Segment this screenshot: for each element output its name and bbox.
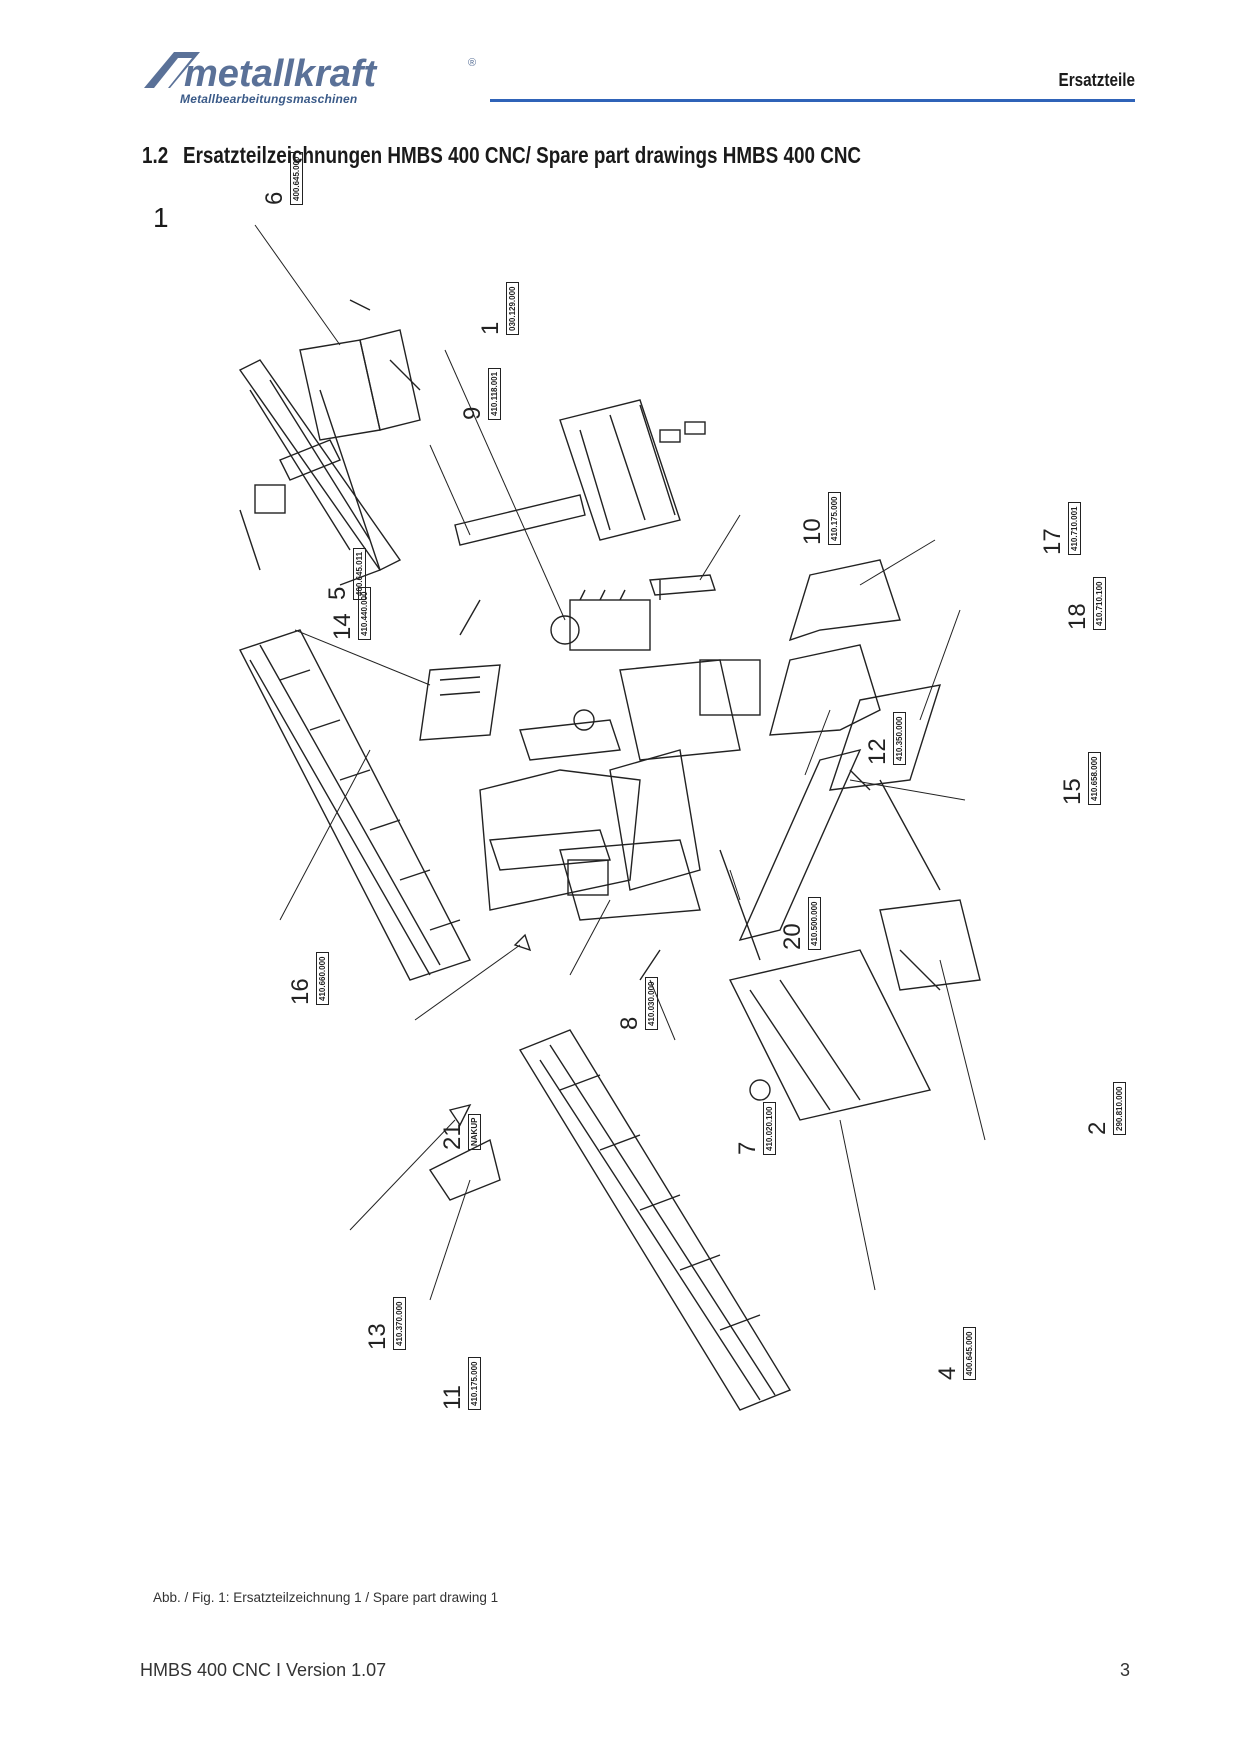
part-15 xyxy=(738,748,941,942)
callout-position-number: 11 xyxy=(439,1385,466,1410)
logo-tagline: Metallbearbeitungsmaschinen xyxy=(180,92,358,106)
callout-position-number: 4 xyxy=(934,1366,961,1380)
callout-position-number: 6 xyxy=(261,191,288,205)
control-panel xyxy=(559,839,701,921)
part-14 xyxy=(419,664,501,741)
part-20 xyxy=(719,849,761,961)
callout-part-number: 410.020.100 xyxy=(763,1102,776,1155)
callout-part-number: 400.645.000 xyxy=(290,152,303,205)
part-12 xyxy=(769,644,881,736)
part-17 xyxy=(788,559,901,642)
callout-part-number: 410.175.000 xyxy=(468,1357,481,1410)
callout-part-number: 410.175.000 xyxy=(828,492,841,545)
callout-position-number: 2 xyxy=(1084,1121,1111,1135)
callout-position-number: 12 xyxy=(864,738,891,765)
callout-position-number: 1 xyxy=(477,321,504,335)
page-heading: 1.2 Ersatzteilzeichnungen HMBS 400 CNC/ S… xyxy=(142,142,861,169)
footer-document: HMBS 400 CNC I Version 1.07 xyxy=(140,1660,387,1680)
heading-text: Ersatzteilzeichnungen HMBS 400 CNC/ Spar… xyxy=(182,142,862,168)
heading-number: 1.2 xyxy=(142,142,169,168)
callout-position-number: 20 xyxy=(779,923,806,950)
spare-part-drawing xyxy=(140,190,1130,1590)
callout-position-number: 14 xyxy=(329,613,356,640)
callout-part-number: 290.810.000 xyxy=(1113,1082,1126,1135)
header-rule xyxy=(490,99,1135,102)
part-7 xyxy=(639,949,661,981)
part-11 xyxy=(428,1138,501,1201)
svg-text:metallkraft: metallkraft xyxy=(184,53,378,93)
part-9 xyxy=(454,494,586,546)
part-5 xyxy=(459,599,481,636)
callout-part-number: 410.030.000 xyxy=(645,977,658,1030)
callout-position-number: 10 xyxy=(799,518,826,545)
callout-position-number: 9 xyxy=(459,406,486,420)
section-title: Ersatzteile xyxy=(1058,70,1135,90)
leader-lines xyxy=(254,224,986,1301)
part-21 xyxy=(513,933,532,952)
callout-part-number: 410.370.000 xyxy=(393,1297,406,1350)
assembly-6 xyxy=(238,299,421,586)
callout-position-number: 8 xyxy=(616,1016,643,1030)
callout-part-number: 410.440.000 xyxy=(358,587,371,640)
callout-part-number: 410.710.001 xyxy=(1068,502,1081,555)
metallkraft-logo: metallkraft ® xyxy=(140,48,480,110)
callout-part-number: 410.658.000 xyxy=(1088,752,1101,805)
callout-part-number: 410.350.000 xyxy=(893,712,906,765)
part-18 xyxy=(828,684,942,791)
callout-part-number: 410.710.100 xyxy=(1093,577,1106,630)
callout-part-number: 410.660.000 xyxy=(316,952,329,1005)
main-machine-body xyxy=(479,659,761,911)
figure-number: 1 xyxy=(153,202,169,233)
assembly-4 xyxy=(728,949,932,1121)
lower-conveyor xyxy=(518,1029,792,1411)
callout-part-number: NAKUP xyxy=(468,1113,481,1150)
footer-page-number: 3 xyxy=(1119,1660,1130,1680)
hydraulic-unit xyxy=(550,589,651,651)
callout-part-number: 400.645.000 xyxy=(963,1327,976,1380)
part-10 xyxy=(649,574,716,600)
svg-text:®: ® xyxy=(468,57,476,69)
callout-position-number: 7 xyxy=(734,1141,761,1155)
part-2 xyxy=(879,899,981,991)
part-13 xyxy=(448,1103,472,1127)
callout-part-number: 030.129.000 xyxy=(506,282,519,335)
callout-part-number: 410.500.000 xyxy=(808,897,821,950)
callout-position-number: 17 xyxy=(1039,528,1066,555)
callout-position-number: 21 xyxy=(439,1123,466,1150)
conveyor-16 xyxy=(239,629,471,981)
callout-position-number: 16 xyxy=(287,978,314,1005)
figure-caption: Abb. / Fig. 1: Ersatzteilzeichnung 1 / S… xyxy=(153,1590,499,1605)
callout-position-number: 18 xyxy=(1064,603,1091,630)
assembly-1-frame xyxy=(559,399,706,541)
callout-position-number: 15 xyxy=(1059,778,1086,805)
callout-position-number: 13 xyxy=(364,1323,391,1350)
callout-part-number: 410.118.001 xyxy=(488,367,501,420)
